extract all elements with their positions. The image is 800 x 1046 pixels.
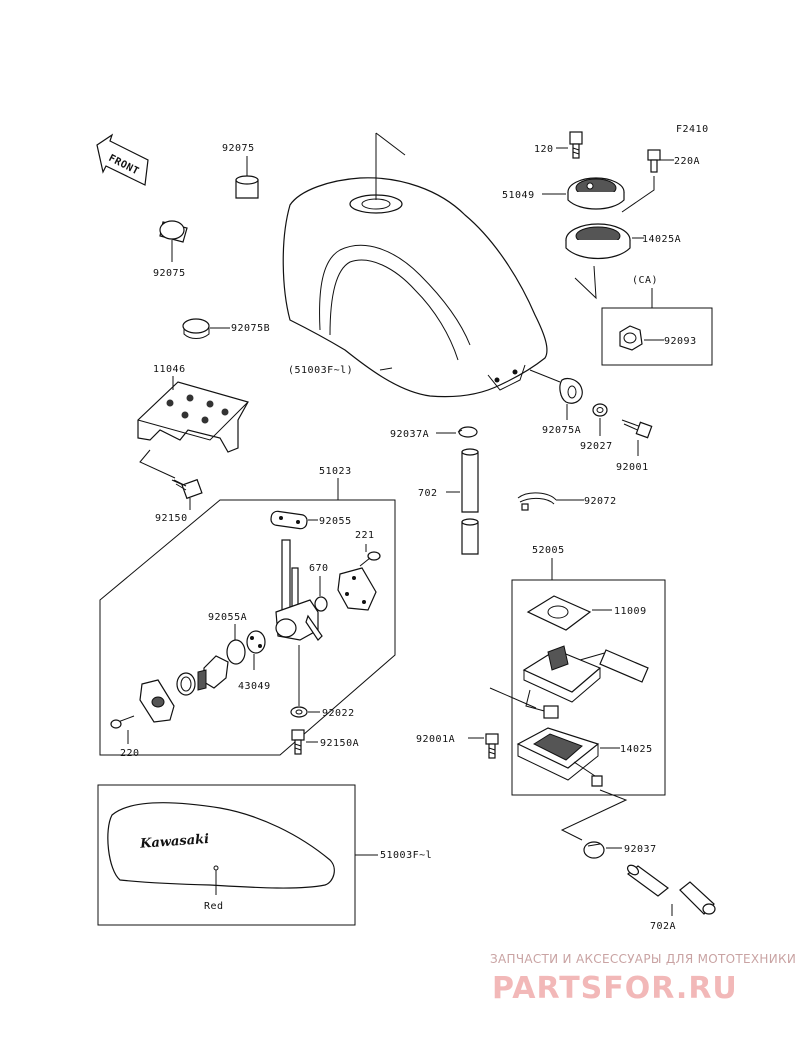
label-702: 702	[418, 488, 438, 499]
label-220: 220	[120, 748, 140, 759]
label-92072: 92072	[584, 496, 617, 507]
gasket-92055: 92055	[270, 510, 352, 530]
bolt-92001: 92001	[616, 419, 653, 473]
watermark: ЗАПЧАСТИ И АКСЕССУАРЫ ДЛЯ МОТОТЕХНИКИ PA…	[490, 952, 796, 1006]
decal-color-label: Red	[204, 901, 224, 912]
filler-cap-group: 120 220A 51049 14025A	[502, 131, 713, 366]
rubber-damper-92075-left: 92075	[153, 220, 188, 279]
label-92093: 92093	[664, 336, 697, 347]
label-92022: 92022	[322, 708, 355, 719]
label-92075-left: 92075	[153, 268, 186, 279]
clip-92037: 92037	[560, 789, 657, 859]
washer-92022: 92022	[290, 645, 355, 719]
bolt-92001a: 92001A	[416, 687, 537, 759]
cap-51049: 51049	[502, 177, 625, 210]
label-92055a: 92055A	[208, 612, 247, 623]
screw-220: 220	[110, 715, 140, 759]
label-52005: 52005	[532, 545, 565, 556]
figure-code: F2410	[676, 124, 709, 135]
watermark-brand: PARTSFOR.RU	[492, 971, 738, 1006]
bracket-11046: 11046	[137, 364, 249, 479]
label-92037a: 92037A	[390, 429, 429, 440]
ca-label: (CA)	[632, 275, 658, 286]
decal-51003f: Kawasaki Red 51003F~l	[97, 784, 432, 926]
collar-92027: 92027	[580, 403, 613, 452]
cover-plate	[337, 567, 377, 611]
seal-43049: 43049	[238, 630, 271, 692]
o-ring-670: 670	[309, 563, 329, 612]
decal-brand-text: Kawasaki	[139, 832, 210, 852]
o-ring-92055a: 92055A	[208, 612, 247, 665]
label-51049: 51049	[502, 190, 535, 201]
label-92001a: 92001A	[416, 734, 455, 745]
label-11046: 11046	[153, 364, 186, 375]
lever	[197, 655, 229, 691]
fuel-cock-assembly-51023: 51023 92055 221 670	[99, 466, 396, 759]
label-670: 670	[309, 563, 329, 574]
label-14025: 14025	[620, 744, 653, 755]
label-11009: 11009	[614, 606, 647, 617]
label-92150a: 92150A	[320, 738, 359, 749]
gasket-14025: 14025	[516, 727, 653, 787]
spring	[176, 672, 196, 696]
label-92027: 92027	[580, 441, 613, 452]
label-51023: 51023	[319, 466, 352, 477]
ca-box-92093: (CA) 92093	[601, 275, 713, 366]
screw-221: 221	[355, 530, 381, 567]
label-14025a: 14025A	[642, 234, 681, 245]
bolt-220a: 220A	[621, 149, 700, 213]
label-92001: 92001	[616, 462, 649, 473]
watermark-tagline: ЗАПЧАСТИ И АКСЕССУАРЫ ДЛЯ МОТОТЕХНИКИ	[490, 952, 796, 966]
pump-assembly-52005: 52005 11009 14025	[511, 545, 666, 796]
label-220a: 220A	[674, 156, 700, 167]
front-arrow-icon: FRONT	[96, 133, 149, 186]
label-702a: 702A	[650, 921, 676, 932]
label-92055: 92055	[319, 516, 352, 527]
band-92072: 92072	[517, 492, 617, 511]
bolt-120: 120	[534, 131, 583, 159]
lever-plate	[139, 679, 175, 723]
clip-92037a: 92037A	[390, 426, 478, 440]
bolt-92150: 92150	[155, 478, 203, 524]
label-92075-top: 92075	[222, 143, 255, 154]
label-43049: 43049	[238, 681, 271, 692]
fuel-cock-body	[275, 539, 323, 641]
fuel-tank: (51003F~l)	[282, 132, 548, 398]
rubber-damper-92075-top: 92075	[222, 143, 259, 199]
label-92150: 92150	[155, 513, 188, 524]
label-221: 221	[355, 530, 375, 541]
label-92075b: 92075B	[231, 323, 270, 334]
label-51003f-decal: 51003F~l	[380, 850, 432, 861]
rubber-damper-92075b: 92075B	[182, 318, 270, 339]
label-51003f-tank: (51003F~l)	[288, 365, 353, 376]
label-92037: 92037	[624, 844, 657, 855]
hose-702a: 702A	[626, 864, 716, 932]
label-120: 120	[534, 144, 554, 155]
mount-92075a: 92075A	[529, 369, 583, 436]
label-92075a: 92075A	[542, 425, 581, 436]
gasket-11009: 11009	[526, 595, 647, 631]
bolt-92150a: 92150A	[291, 729, 359, 755]
pump-body	[522, 645, 649, 719]
gasket-14025a: 14025A	[565, 223, 681, 300]
hose-702: 702	[418, 448, 479, 555]
